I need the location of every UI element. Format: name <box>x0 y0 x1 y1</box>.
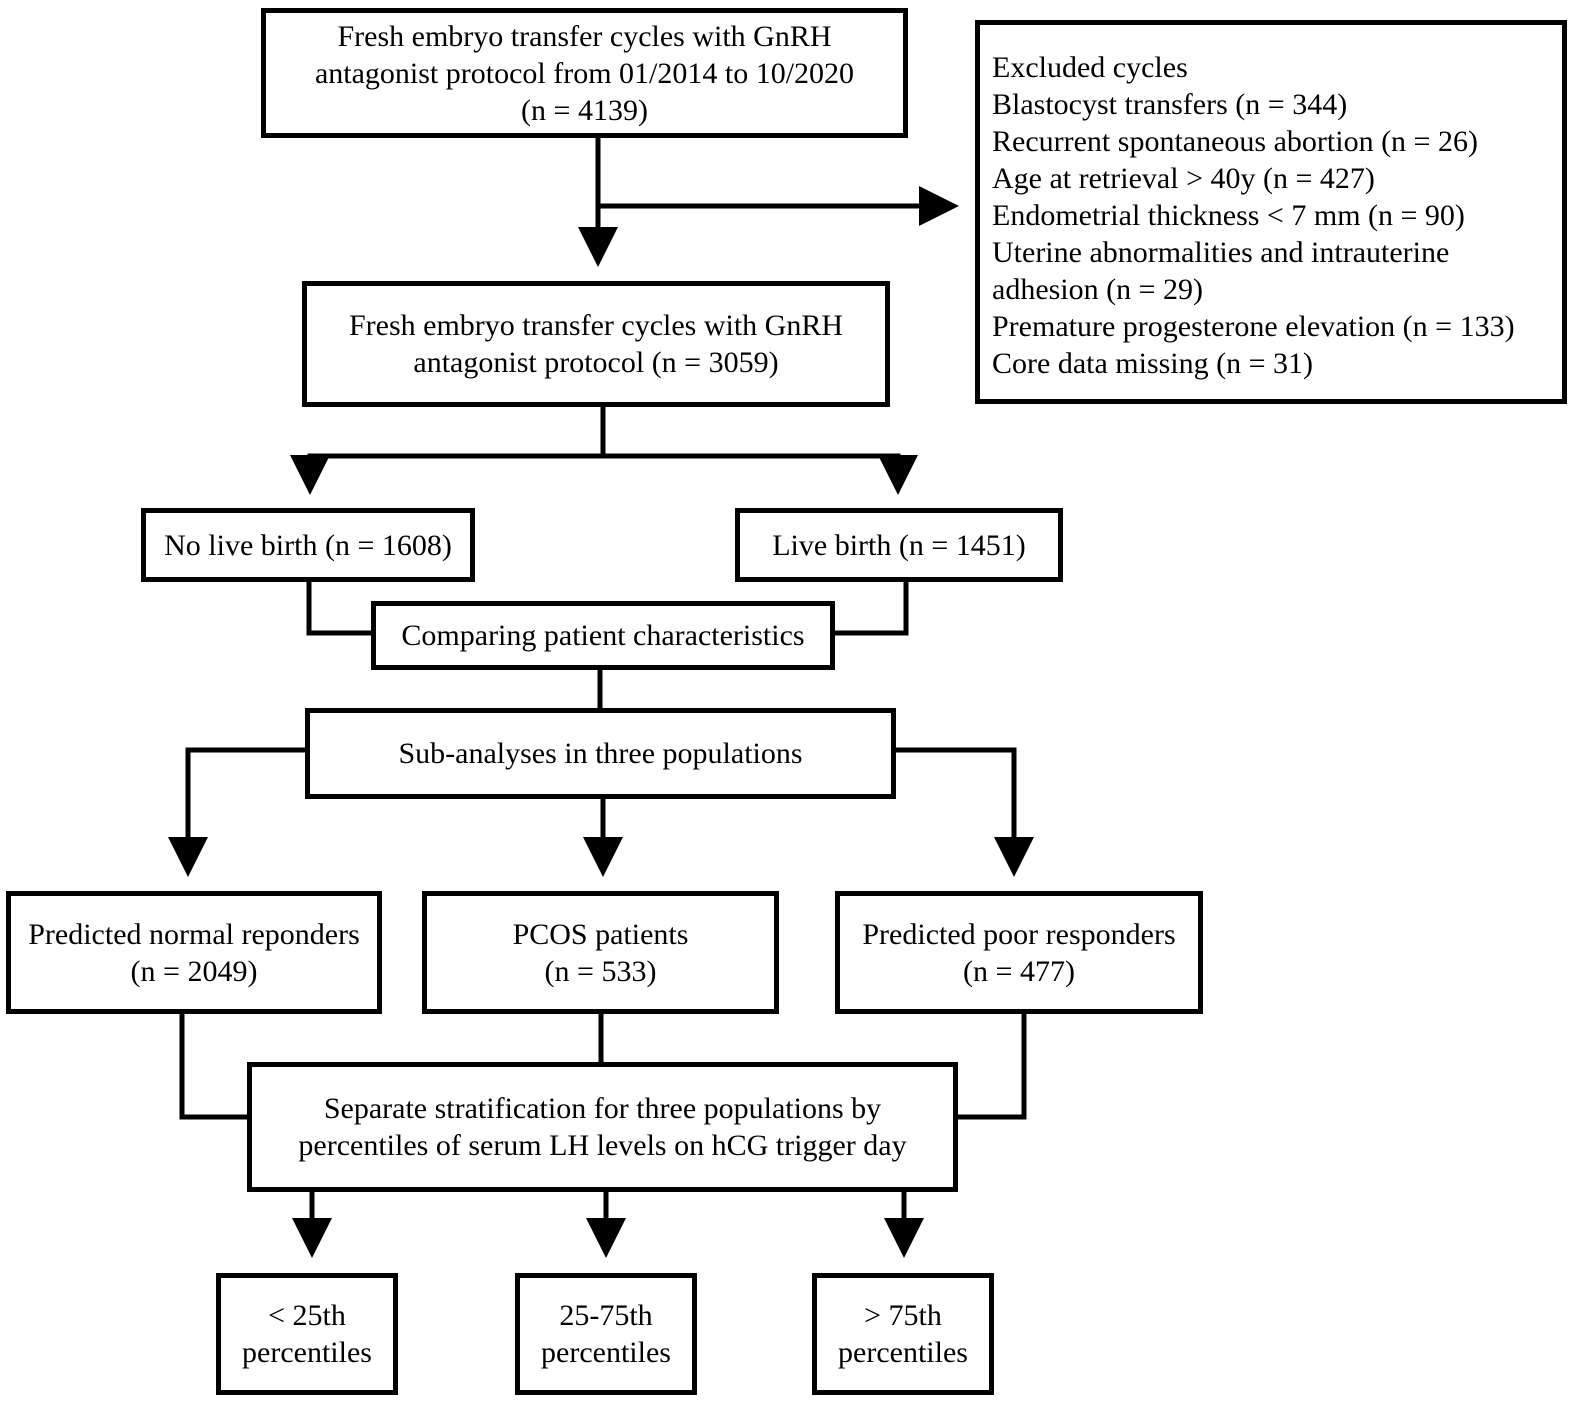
percentile-high-range: > 75th <box>864 1299 942 1332</box>
poor-responders-label: Predicted poor responders <box>862 917 1176 951</box>
pcos-patients-label: PCOS patients <box>512 917 689 951</box>
percentile-high-label: percentiles <box>838 1336 968 1369</box>
normal-responders-label: Predicted normal reponders <box>28 917 360 951</box>
stratification-box: Separate stratification for three popula… <box>247 1062 958 1192</box>
excluded-item: Uterine abnormalities and intrauterine <box>992 236 1450 269</box>
stratification-line-2: percentiles of serum LH levels on hCG tr… <box>298 1129 907 1162</box>
initial-cycles-line-1: Fresh embryo transfer cycles with GnRH <box>337 19 832 53</box>
comparing-characteristics-box: Comparing patient characteristics <box>371 601 835 670</box>
stratification-line-1: Separate stratification for three popula… <box>323 1092 882 1125</box>
normal-responders-count: (n = 2049) <box>130 954 258 988</box>
percentile-low-box: < 25th percentiles <box>216 1273 398 1395</box>
excluded-item: Blastocyst transfers (n = 344) <box>992 88 1348 121</box>
initial-cycles-box: Fresh embryo transfer cycles with GnRH a… <box>261 8 908 138</box>
included-cycles-line-2: antagonist protocol (n = 3059) <box>413 346 779 379</box>
percentile-mid-label: percentiles <box>541 1336 671 1369</box>
subanalyses-label: Sub-analyses in three populations <box>398 737 803 770</box>
percentile-mid-box: 25-75th percentiles <box>515 1273 697 1395</box>
percentile-mid-range: 25-75th <box>559 1299 653 1332</box>
live-birth-label: Live birth (n = 1451) <box>772 528 1026 562</box>
excluded-item: Age at retrieval > 40y (n = 427) <box>992 162 1375 195</box>
excluded-item: Recurrent spontaneous abortion (n = 26) <box>992 125 1478 158</box>
poor-responders-count: (n = 477) <box>963 954 1075 988</box>
included-cycles-box: Fresh embryo transfer cycles with GnRH a… <box>302 281 890 407</box>
excluded-item: Endometrial thickness < 7 mm (n = 90) <box>992 199 1465 232</box>
percentile-low-range: < 25th <box>268 1299 346 1332</box>
included-cycles-line-1: Fresh embryo transfer cycles with GnRH <box>348 309 844 342</box>
subanalyses-box: Sub-analyses in three populations <box>305 708 896 799</box>
comparing-characteristics-label: Comparing patient characteristics <box>401 619 805 652</box>
initial-cycles-count: (n = 4139) <box>521 93 648 127</box>
pcos-patients-box: PCOS patients (n = 533) <box>422 891 779 1014</box>
poor-responders-box: Predicted poor responders (n = 477) <box>835 891 1203 1014</box>
no-live-birth-label: No live birth (n = 1608) <box>164 528 452 562</box>
normal-responders-box: Predicted normal reponders (n = 2049) <box>6 891 382 1014</box>
excluded-cycles-box: Excluded cycles Blastocyst transfers (n … <box>975 20 1567 404</box>
percentile-low-label: percentiles <box>242 1336 372 1369</box>
excluded-item: Premature progesterone elevation (n = 13… <box>992 310 1515 343</box>
live-birth-box: Live birth (n = 1451) <box>735 508 1063 582</box>
excluded-title: Excluded cycles <box>992 51 1188 84</box>
no-live-birth-box: No live birth (n = 1608) <box>141 508 475 582</box>
excluded-item: adhesion (n = 29) <box>992 273 1204 306</box>
pcos-patients-count: (n = 533) <box>544 954 657 988</box>
percentile-high-box: > 75th percentiles <box>812 1273 994 1395</box>
excluded-item: Core data missing (n = 31) <box>992 347 1314 380</box>
initial-cycles-line-2: antagonist protocol from 01/2014 to 10/2… <box>314 56 855 90</box>
